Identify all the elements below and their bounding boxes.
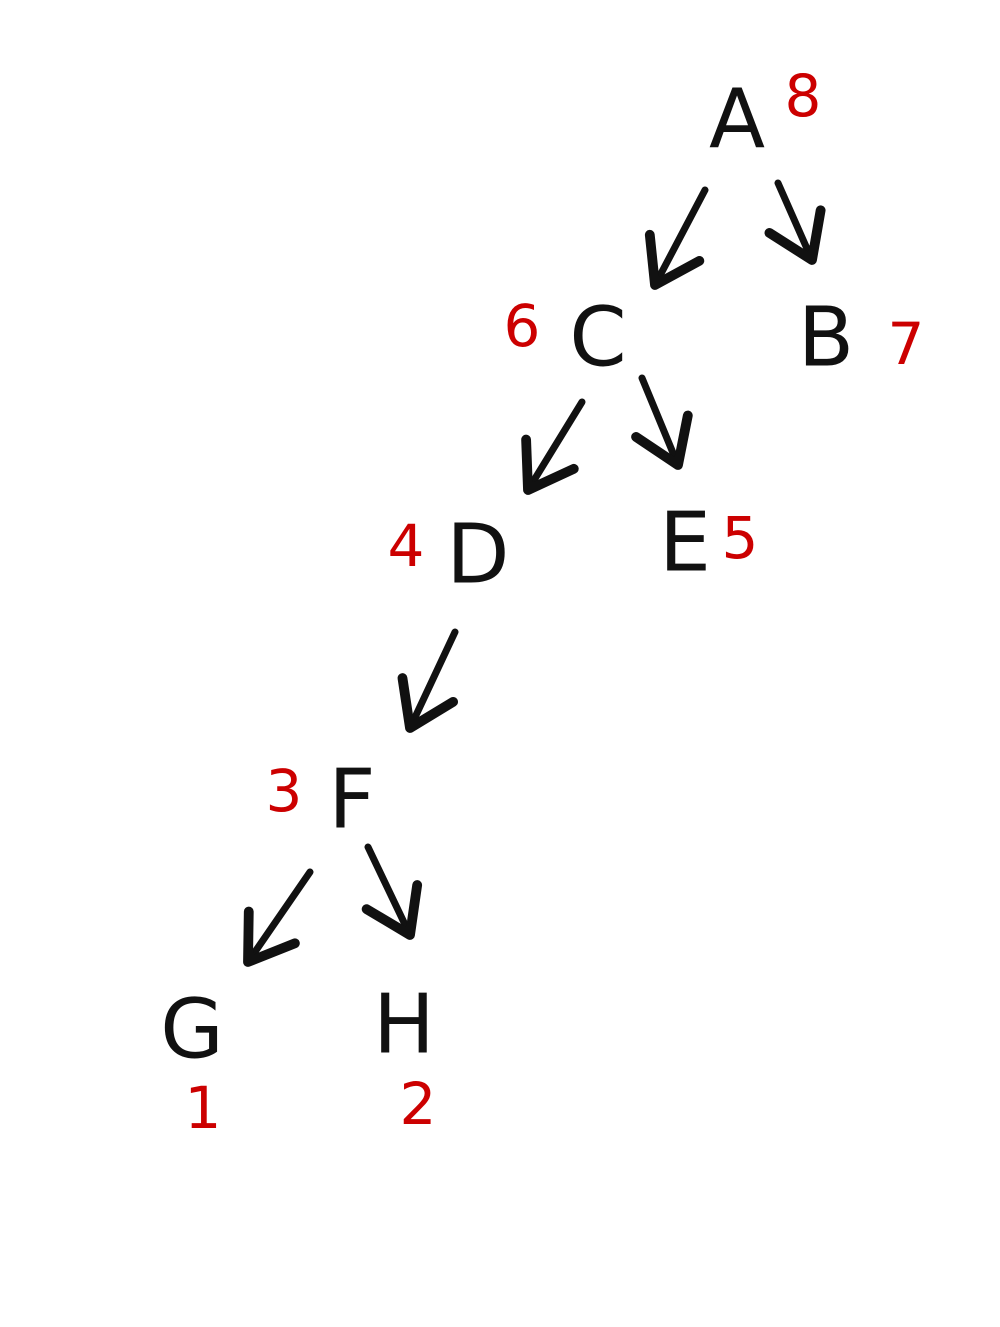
node-e-label: E	[659, 495, 711, 590]
node-g-label: G	[160, 982, 224, 1077]
node-c-label: C	[569, 290, 626, 385]
edge-f-h	[361, 843, 423, 940]
node-f-label: F	[328, 752, 375, 847]
edges-group	[243, 179, 826, 967]
node-h-label: H	[373, 977, 435, 1072]
order-number-h: 2	[400, 1070, 437, 1138]
order-number-e: 5	[722, 504, 759, 572]
edge-f-g	[243, 868, 314, 967]
edge-a-c	[644, 186, 709, 290]
node-a-label: A	[709, 72, 765, 167]
edge-a-b	[764, 179, 826, 265]
edge-c-d	[521, 398, 586, 495]
order-numbers-group: 8 7 6 4 5 3 1 2	[185, 62, 925, 1142]
node-b-label: B	[798, 290, 854, 385]
order-number-f: 3	[266, 757, 303, 825]
node-d-label: D	[446, 507, 509, 602]
nodes-group: A B C D E F G H	[160, 72, 854, 1077]
order-number-d: 4	[388, 512, 425, 580]
order-number-c: 6	[504, 292, 541, 360]
edge-d-f	[397, 628, 459, 733]
order-number-a: 8	[785, 62, 822, 130]
order-number-b: 7	[888, 310, 925, 378]
order-number-g: 1	[185, 1074, 222, 1142]
edge-c-e	[631, 374, 693, 470]
